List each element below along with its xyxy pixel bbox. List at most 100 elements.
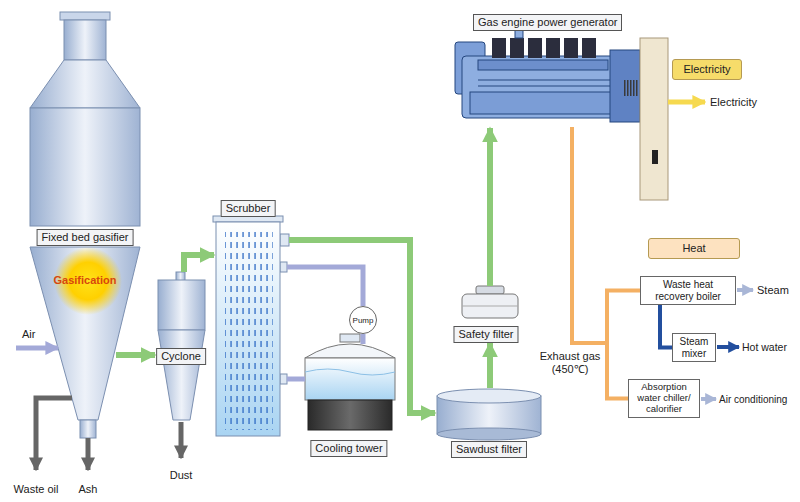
cyclone-vessel — [158, 272, 205, 420]
equipment-label: Pump — [353, 316, 374, 325]
cooling-tower — [340, 334, 360, 342]
gasifier: Fixed bed gasifierGasification — [26, 228, 144, 440]
flow-label: Dust — [170, 469, 193, 481]
equipment-box: Steam mixer — [672, 333, 716, 362]
safety-filter — [462, 306, 518, 307]
gasifier-vessel — [30, 12, 140, 438]
cooling-tower — [305, 369, 395, 375]
flow-arrow — [86, 438, 91, 470]
equipment-box: Waste heat recovery boiler — [640, 276, 736, 305]
gas-engine — [478, 60, 608, 70]
sawdust-filter: Sawdust filter — [435, 388, 543, 460]
cooling-tower: Cooling tower — [300, 330, 398, 458]
gasifier-vessel — [80, 420, 96, 438]
flow-connector — [361, 334, 366, 344]
cyclone: Cyclone — [155, 280, 207, 422]
flow-arrow — [717, 345, 739, 349]
flow-arrow — [701, 397, 716, 401]
equipment-label: Absorption water chiller/ calorifier — [632, 382, 696, 415]
gasifier-vessel — [30, 247, 140, 420]
cyclone-vessel — [158, 280, 205, 330]
scrubber-column — [280, 234, 289, 246]
flow-label: Air conditioning — [719, 394, 787, 405]
gasifier-vessel — [30, 108, 140, 226]
flow-label: Ash — [79, 483, 98, 495]
sawdust-filter — [437, 389, 541, 440]
gas-engine — [478, 86, 610, 87]
flow-connector — [487, 343, 493, 388]
flow-label: Electricity — [710, 96, 757, 108]
flow-arrow — [668, 100, 705, 105]
gas-engine — [624, 80, 638, 96]
safety-filter — [462, 294, 518, 318]
gas-engine — [478, 80, 610, 81]
flow-arrow — [737, 288, 753, 292]
gas-engine — [582, 38, 596, 58]
safety-filter: Safety filter — [440, 282, 532, 342]
safety-filter — [462, 286, 518, 318]
flow-arrow — [36, 398, 72, 470]
gas-engine-generator: Gas engine power generator — [455, 12, 668, 127]
scrubber-column — [280, 262, 287, 272]
equipment-label: Safety filter — [453, 326, 518, 343]
gas-engine — [528, 38, 542, 58]
scrubber-column — [225, 232, 273, 430]
flow-arrow — [179, 422, 184, 458]
gasifier-vessel — [30, 60, 140, 108]
gasifier-vessel — [64, 20, 106, 60]
gas-engine — [455, 30, 668, 200]
flow-connector — [116, 352, 155, 358]
gas-engine — [564, 38, 578, 58]
equipment-label: Steam mixer — [676, 336, 712, 359]
cooling-tower — [305, 334, 395, 430]
output-heading: Heat — [648, 238, 740, 259]
output-heading: Electricity — [672, 59, 742, 80]
sawdust-filter — [437, 428, 541, 440]
flow-connector — [660, 305, 672, 348]
scrubber-column — [213, 216, 289, 436]
gasifier-vessel — [54, 247, 122, 315]
safety-filter — [476, 286, 504, 294]
equipment-label: Gas engine power generator — [473, 14, 622, 31]
flow-label: Steam — [757, 284, 789, 296]
equipment-label: Waste heat recovery boiler — [644, 279, 732, 302]
equipment-box: Absorption water chiller/ calorifier — [628, 379, 700, 418]
cooling-tower — [305, 358, 395, 400]
pump: Pump — [349, 306, 377, 334]
process-label: Gasification — [54, 274, 117, 286]
equipment-label: Cyclone — [156, 348, 206, 365]
gas-engine — [546, 38, 560, 58]
flow-label: Air — [22, 328, 35, 340]
equipment-label: Cooling tower — [310, 440, 387, 457]
flow-arrow — [16, 102, 753, 470]
flow-connector — [287, 377, 305, 382]
equipment-label: Scrubber — [221, 200, 276, 217]
scrubber-column — [216, 222, 280, 436]
equipment-label: Electricity — [677, 63, 737, 76]
connector-label: Exhaust gas (450℃) — [536, 350, 604, 376]
equipment-label: Sawdust filter — [451, 441, 527, 458]
equipment-label: Fixed bed gasifier — [37, 229, 134, 246]
cooling-tower — [305, 344, 395, 358]
gasifier-vessel — [60, 12, 110, 20]
flow-label: Waste oil — [14, 483, 59, 495]
equipment-label: Heat — [653, 242, 735, 255]
sawdust-filter — [437, 389, 541, 403]
gas-engine — [515, 30, 523, 38]
gas-engine — [510, 38, 524, 58]
gas-engine — [470, 92, 620, 114]
flow-connector — [184, 255, 214, 272]
gas-engine — [640, 38, 668, 200]
scrubber: Scrubber — [212, 200, 284, 440]
gas-engine — [610, 50, 640, 122]
gas-engine — [652, 150, 658, 164]
cooling-tower — [308, 400, 392, 430]
flow-label: Hot water — [742, 341, 787, 353]
flow-arrow — [16, 346, 58, 351]
gas-engine — [492, 38, 506, 58]
scrubber-column — [280, 374, 287, 384]
flow-connector — [487, 128, 493, 286]
flow-connector — [572, 127, 640, 343]
flow-connector — [287, 267, 363, 306]
